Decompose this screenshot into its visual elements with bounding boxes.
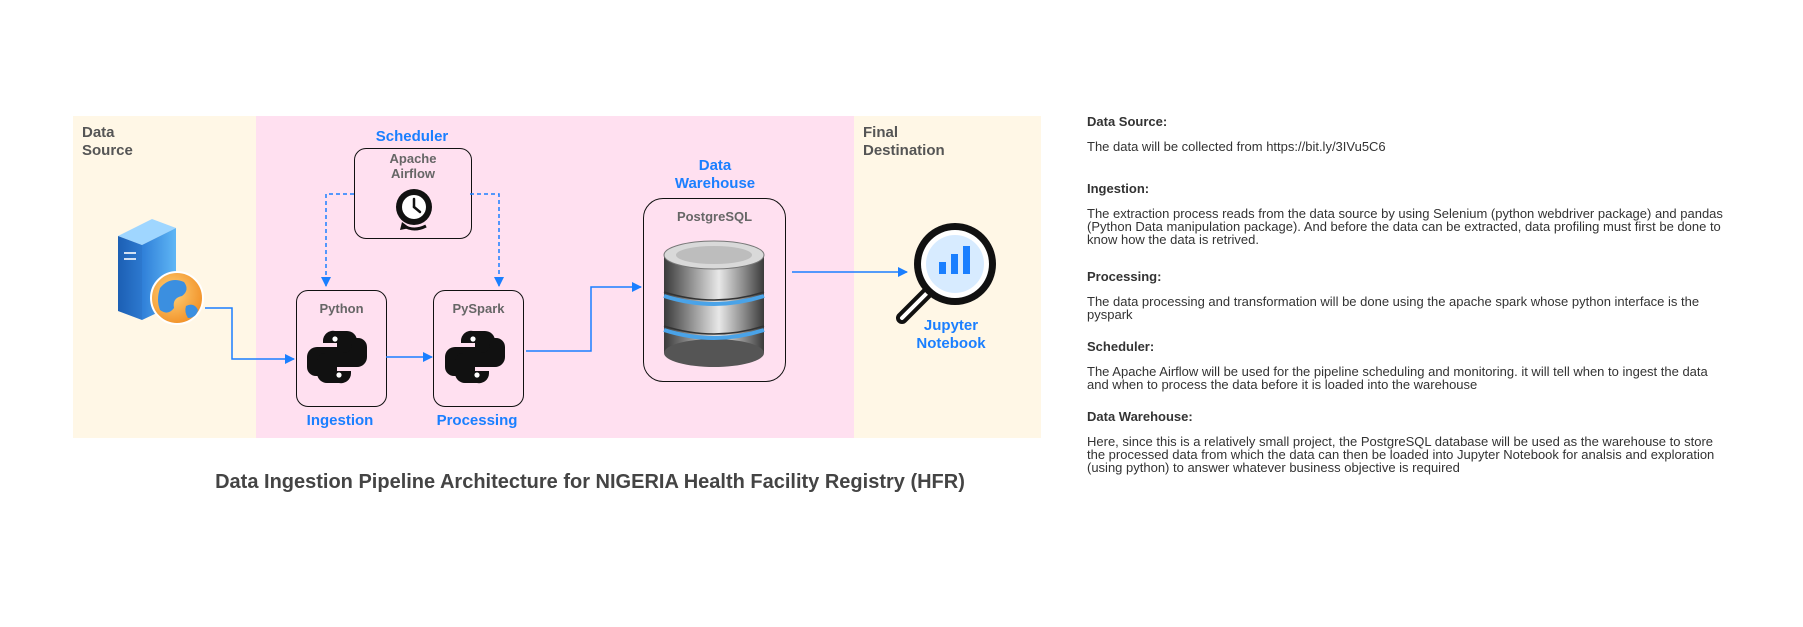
magnifier-chart-icon <box>896 223 996 324</box>
final-destination-label: Final Destination <box>863 124 945 159</box>
description-data-source: Data Source: The data will be collected … <box>1087 114 1727 153</box>
description-heading: Processing: <box>1087 269 1162 284</box>
pyspark-logo-icon <box>445 330 505 384</box>
description-text: The data will be collected from https://… <box>1087 139 1386 154</box>
globe-icon <box>150 271 204 325</box>
description-scheduler: Scheduler: The Apache Airflow will be us… <box>1087 339 1727 391</box>
postgres-title: PostgreSQL <box>676 209 753 224</box>
postgres-box: PostgreSQL <box>643 198 786 382</box>
description-ingestion: Ingestion: The extraction process reads … <box>1087 181 1727 246</box>
diagram-title: Data Ingestion Pipeline Architecture for… <box>215 471 965 493</box>
data-warehouse-label: Data Warehouse <box>674 157 756 192</box>
jupyter-notebook-label: Jupyter Notebook <box>916 317 986 352</box>
connector-processing-to-warehouse <box>526 282 642 352</box>
data-source-label: Data Source <box>82 124 133 159</box>
python-box: Python <box>296 290 387 407</box>
connector-scheduler-to-ingestion <box>321 193 354 287</box>
database-icon <box>663 240 765 367</box>
connector-source-to-ingestion <box>205 307 295 364</box>
python-title: Python <box>319 301 364 316</box>
description-text: The Apache Airflow will be used for the … <box>1087 364 1708 392</box>
description-text: The extraction process reads from the da… <box>1087 206 1723 247</box>
pyspark-title: PySpark <box>452 301 505 316</box>
description-heading: Scheduler: <box>1087 339 1155 354</box>
airflow-clock-icon <box>396 189 432 231</box>
python-logo-icon <box>307 330 367 384</box>
description-heading: Ingestion: <box>1087 181 1150 196</box>
connector-scheduler-to-processing <box>470 193 504 287</box>
description-data-warehouse: Data Warehouse: Here, since this is a re… <box>1087 409 1727 474</box>
scheduler-label: Scheduler <box>375 128 449 145</box>
description-heading: Data Warehouse: <box>1087 409 1193 424</box>
processing-label: Processing <box>436 412 518 429</box>
pyspark-box: PySpark <box>433 290 524 407</box>
description-heading: Data Source: <box>1087 114 1168 129</box>
ingestion-label: Ingestion <box>306 412 374 429</box>
airflow-box: Apache Airflow <box>354 148 472 239</box>
airflow-title: Apache Airflow <box>389 151 437 181</box>
description-processing: Processing: The data processing and tran… <box>1087 269 1727 321</box>
description-text: The data processing and transformation w… <box>1087 294 1700 322</box>
description-text: Here, since this is a relatively small p… <box>1087 434 1715 475</box>
